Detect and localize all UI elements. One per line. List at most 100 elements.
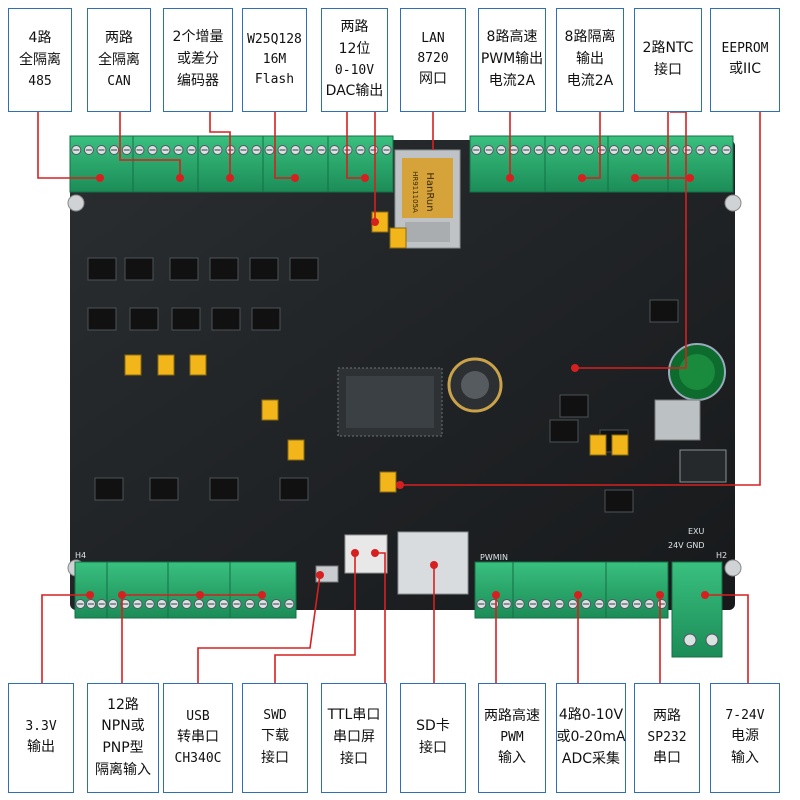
label-line: PWM (500, 729, 524, 745)
leader-lines (37, 111, 761, 683)
power-silk: 24V GND (668, 541, 705, 550)
screw-terminal-icon (229, 561, 297, 619)
ext-silk: EXU (688, 527, 705, 536)
leader-dot (351, 549, 359, 557)
label-line: 下载 (261, 728, 289, 745)
ic-chip-icon (94, 477, 124, 501)
label-line: ADC采集 (561, 750, 621, 767)
lan-chip-brand: HanRun (424, 172, 435, 211)
label-line: 编码器 (177, 72, 219, 89)
label-line: 全隔离 (19, 51, 61, 68)
label-line: W25Q128 (247, 31, 302, 47)
h2-silk: H2 (716, 551, 727, 560)
label-line: TTL串口 (327, 707, 381, 724)
leader-line (635, 112, 690, 179)
screw-terminal-icon (474, 561, 514, 619)
label-line: 或差分 (177, 51, 219, 68)
label-line: Flash (254, 72, 295, 88)
leader-line (582, 112, 601, 179)
ic-chip-icon (209, 477, 239, 501)
leader-dot (571, 364, 579, 372)
label-line: 两路 (105, 30, 133, 47)
label-line: EEPROM (721, 41, 769, 57)
mcu-chip (337, 367, 443, 437)
label-line: 0-10V (334, 62, 375, 78)
ic-chip-icon (171, 307, 201, 331)
label-line: 4路 (28, 30, 52, 47)
leader-line (274, 112, 295, 179)
ic-chip-icon (209, 257, 239, 281)
screw-terminal-icon (74, 561, 108, 619)
jumper-icon (189, 354, 207, 376)
label-line: 转串口 (177, 729, 219, 746)
voltage-regulator (654, 399, 701, 441)
mount-hole (724, 559, 742, 577)
ic-chip-icon (87, 307, 117, 331)
bottom-label-sd: SD卡接口 (400, 683, 466, 793)
top-label-flash: W25Q128 16M Flash (242, 8, 307, 112)
lan-part-number: HR911105A (411, 171, 419, 213)
h4-silk: H4 (75, 551, 86, 560)
logic-ic-group (87, 257, 679, 513)
leader-line (400, 112, 761, 486)
leader-line (209, 112, 231, 178)
leader-dot (176, 174, 184, 182)
label-line: 两路 (653, 708, 681, 725)
jumper-icon (611, 434, 629, 456)
top-label-encoder: 2个增量或差分编码器 (163, 8, 233, 112)
label-line: 接口 (654, 62, 682, 78)
top-label-rs485: 4路全隔离 485 (8, 8, 72, 112)
label-line: 接口 (419, 740, 447, 756)
leader-dot (574, 591, 582, 599)
label-line: 12路 (107, 696, 139, 713)
label-line: 2路NTC (642, 40, 694, 57)
ic-chip-icon (211, 307, 241, 331)
bottom-terminal-row (74, 561, 723, 658)
label-line: 串口 (653, 750, 681, 767)
screw-terminal-icon (512, 561, 607, 619)
label-line: LAN (421, 31, 445, 47)
jumper-icon (379, 471, 397, 493)
label-line: 电流2A (488, 72, 536, 89)
leader-dot (701, 591, 709, 599)
label-line: 8720 (417, 51, 449, 67)
ic-chip-icon (169, 257, 199, 281)
pwm-in-silk: PWMIN (480, 553, 508, 562)
leader-line (346, 112, 365, 179)
leader-line (119, 112, 181, 178)
label-line: 16M (262, 51, 287, 67)
label-line: 输出 (576, 51, 604, 68)
screw-terminal-icon (544, 135, 609, 193)
label-line: 7-24V (725, 708, 765, 724)
ic-chip-icon (149, 477, 179, 501)
label-line: PNP型 (102, 740, 144, 756)
screw-terminal-icon (132, 135, 199, 193)
label-line: 8路隔离 (564, 29, 616, 46)
leader-dot (316, 571, 324, 579)
screw-terminal-icon (262, 135, 329, 193)
screw-terminal-icon (167, 561, 231, 619)
leader-line (575, 111, 687, 369)
label-line: 485 (28, 73, 52, 89)
ic-chip-icon (289, 257, 319, 281)
label-line: PWM输出 (480, 51, 544, 68)
screw-terminal-icon (69, 135, 134, 193)
leader-line (274, 553, 356, 683)
top-label-ntc: 2路NTC 接口 (634, 8, 702, 112)
top-label-iso-out: 8路隔离输出电流2A (556, 8, 624, 112)
screw-terminal-icon (605, 561, 669, 619)
leader-dot (118, 591, 126, 599)
label-line: CH340C (174, 750, 222, 766)
leader-dot (492, 591, 500, 599)
label-line: 接口 (261, 750, 289, 767)
leader-dot (578, 174, 586, 182)
leader-dot (430, 561, 438, 569)
label-line: 两路 (340, 19, 369, 36)
